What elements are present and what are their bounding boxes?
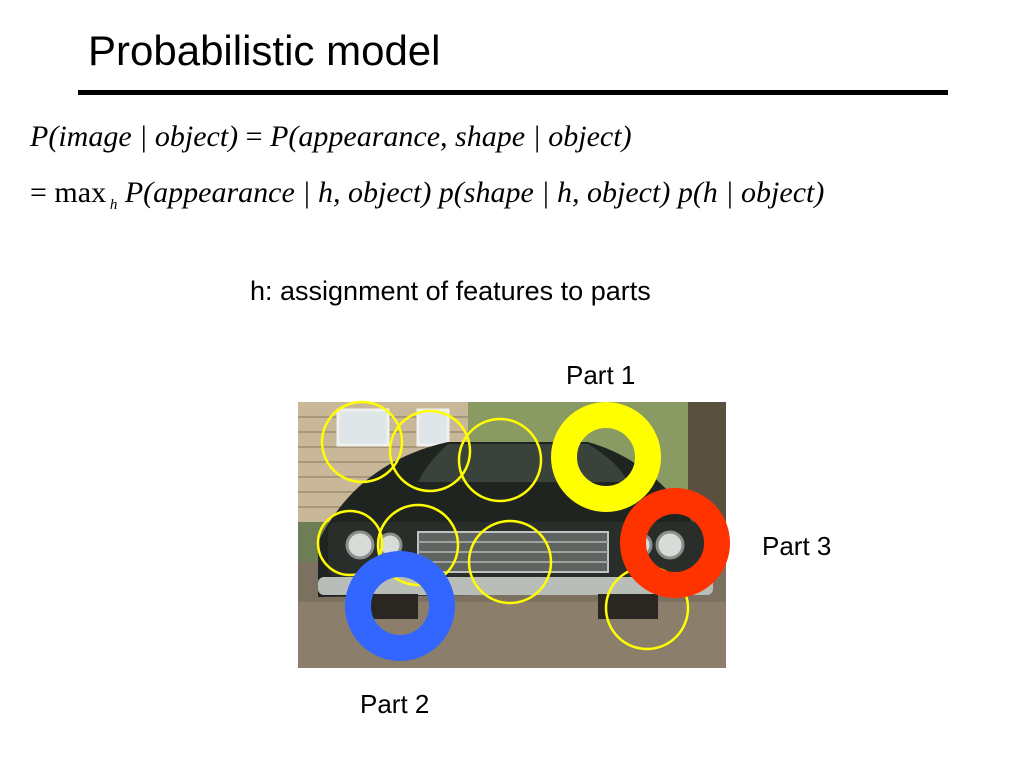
equation-line-2: = max h P(appearance | h, object) p(shap… [30,176,825,213]
part-3-label: Part 3 [762,531,832,561]
equation-line-1: P(image | object) = P(appearance, shape … [30,120,632,153]
assignment-caption: h: assignment of features to parts [250,276,651,306]
part-1-label: Part 1 [566,360,636,390]
part-2-label: Part 2 [360,689,430,719]
slide-title: Probabilistic model [88,27,441,74]
car-photo [298,402,726,668]
title-underline [78,90,948,95]
